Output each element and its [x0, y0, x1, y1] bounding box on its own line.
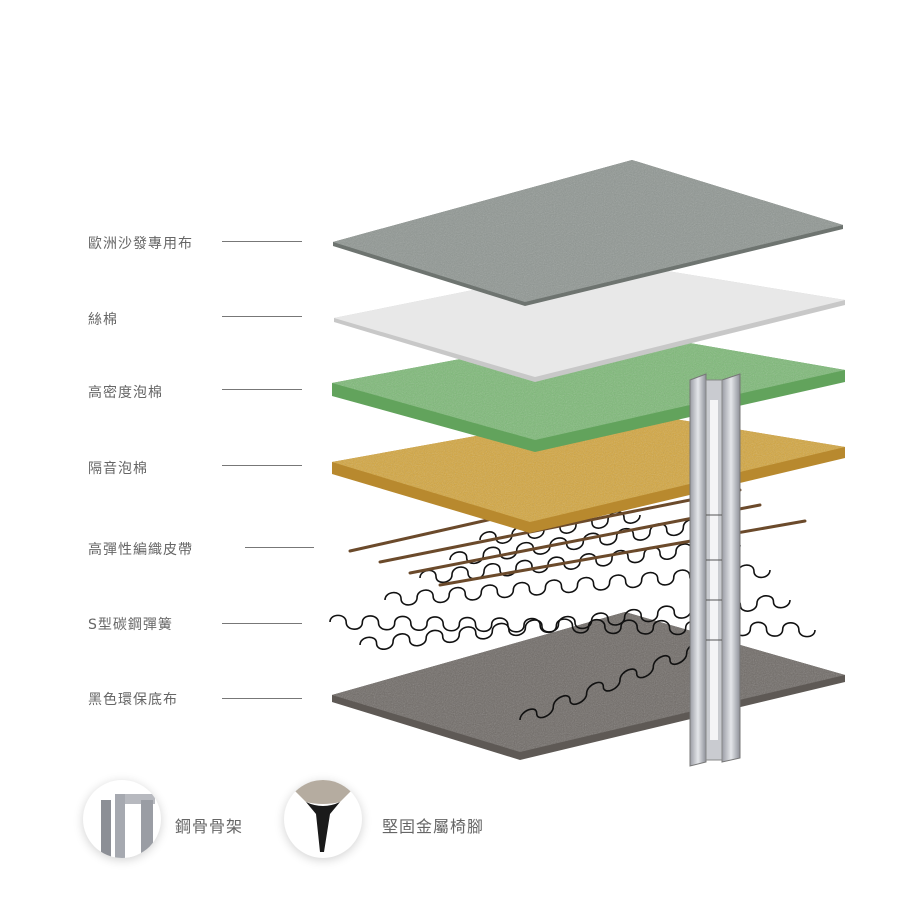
leader-line — [222, 698, 302, 699]
layer-label-soundproof-foam: 隔音泡棉 — [88, 461, 148, 477]
layer-label-bottom-cloth: 黑色環保底布 — [88, 692, 178, 708]
leader-line — [222, 623, 302, 624]
layer-label-high-density-foam: 高密度泡棉 — [88, 385, 163, 401]
steel-frame — [689, 373, 741, 767]
layer-label-fabric: 歐洲沙發專用布 — [88, 236, 193, 252]
steel-frame-icon — [83, 780, 161, 858]
silk-cotton-layer — [334, 262, 845, 382]
feature-metal-legs: 堅固金屬椅腳 — [382, 817, 485, 836]
leader-line — [245, 547, 314, 548]
metal-leg-icon — [284, 780, 362, 858]
layer-label-straps: 高彈性編織皮帶 — [88, 542, 193, 558]
layer-label-springs: S型碳鋼彈簧 — [88, 617, 173, 633]
fabric-layer — [333, 160, 843, 306]
high-density-foam-layer — [332, 330, 845, 452]
leader-line — [222, 465, 302, 466]
leader-line — [222, 316, 302, 317]
leader-line — [222, 389, 302, 390]
s-spring — [519, 639, 721, 721]
feature-steel-frame: 鋼骨骨架 — [175, 817, 244, 836]
strap — [378, 488, 742, 564]
leader-line — [222, 241, 302, 242]
layer-label-silk-cotton: 絲棉 — [88, 312, 118, 328]
strap — [438, 519, 807, 587]
